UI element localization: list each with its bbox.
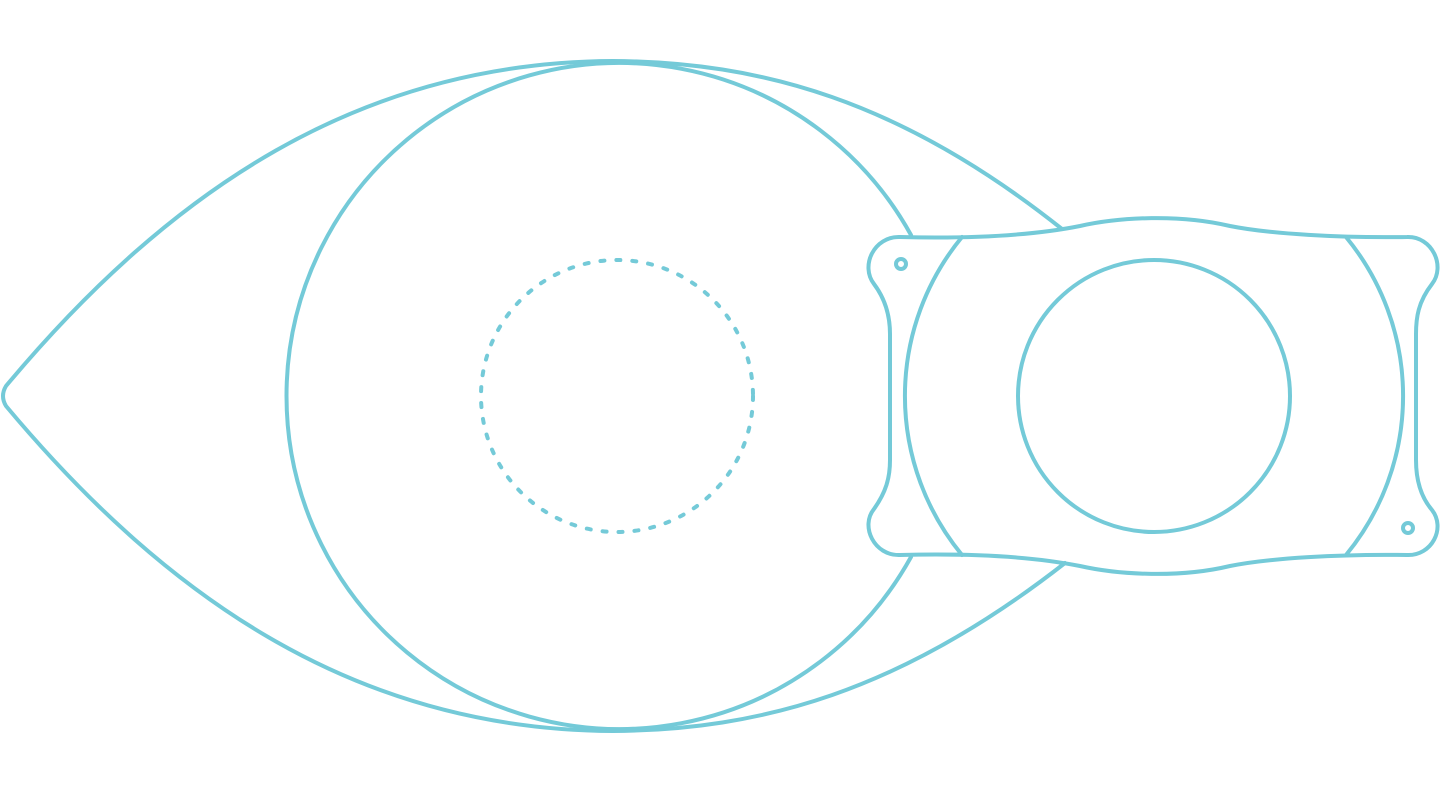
mount-hole-top-left — [894, 257, 908, 271]
teardrop-outline — [1, 59, 1067, 733]
mount-inner-circle — [1016, 258, 1292, 534]
mount-plate — [866, 216, 1440, 576]
mount-hole-bottom-right — [1401, 521, 1415, 535]
mount-outer-circle-right-arc — [1344, 235, 1405, 557]
large-circle — [284, 61, 913, 731]
dotted-center-circle — [479, 258, 755, 534]
mount-outer-circle-left-arc — [903, 235, 964, 557]
